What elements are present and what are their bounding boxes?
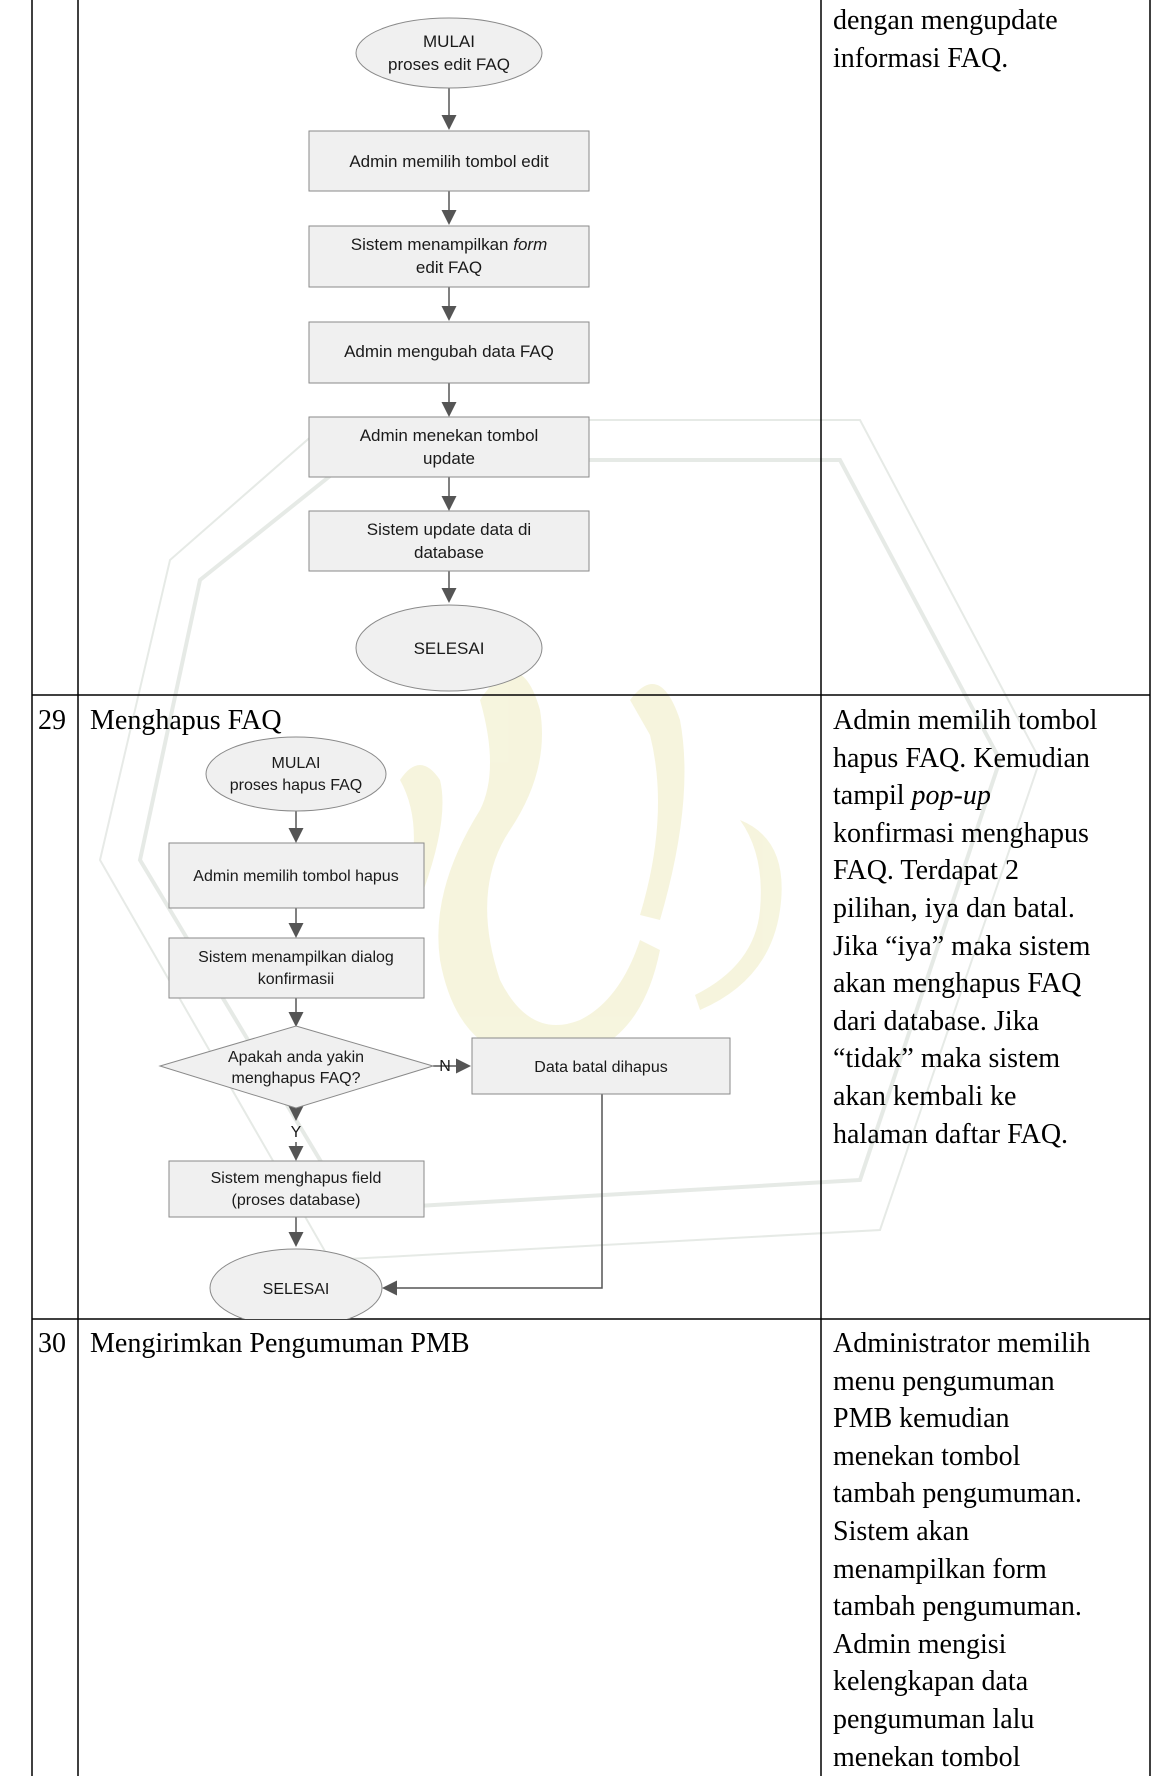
description-line: tampil pop-up — [833, 780, 991, 812]
start-sublabel: proses hapus FAQ — [230, 777, 363, 794]
start-sublabel: proses edit FAQ — [388, 55, 510, 74]
end-label: SELESAI — [263, 1281, 330, 1298]
process-label: Data batal dihapus — [534, 1059, 667, 1076]
process-label: Admin mengubah data FAQ — [344, 342, 554, 361]
description-line: halaman daftar FAQ. — [833, 1118, 1069, 1150]
description-line: informasi FAQ. — [833, 42, 1009, 74]
process-label: (proses database) — [232, 1192, 361, 1209]
description-line: Administrator memilih — [833, 1328, 1091, 1359]
process-label: Admin menekan tombol — [360, 426, 539, 445]
process-label: Sistem menampilkan form — [351, 235, 548, 254]
process-box — [308, 225, 590, 288]
row-description: Administrator memilih menu pengumuman PM… — [833, 1325, 1138, 1776]
process-label: Sistem update data di — [367, 520, 531, 539]
decision-diamond — [158, 1025, 435, 1109]
description-line: konfirmasi menghapus — [833, 817, 1089, 849]
description-line: menekan tombol — [833, 1440, 1021, 1472]
description-line: menu pengumuman — [833, 1365, 1055, 1397]
start-label: MULAI — [423, 32, 475, 51]
process-label: update — [423, 449, 475, 468]
description-line: tambah pengumuman. — [833, 1478, 1082, 1510]
process-label-part: Sistem menampilkan — [351, 235, 514, 254]
start-label: MULAI — [272, 755, 321, 772]
flowchart-edit-faq: MULAI proses edit FAQ Admin memilih tomb… — [308, 17, 590, 692]
process-label: database — [414, 543, 484, 562]
description-line: pengumuman lalu — [833, 1703, 1035, 1735]
start-ellipse — [355, 17, 543, 89]
description-line: menekan tombol — [833, 1741, 1021, 1773]
description-line: tambah pengumuman. — [833, 1591, 1082, 1623]
flowchart-hapus-faq: MULAI proses hapus FAQ Admin memilih tom… — [158, 736, 731, 1319]
process-label: edit FAQ — [416, 258, 482, 277]
no-branch-label: N — [439, 1058, 451, 1075]
description-line: “tidak” maka sistem — [833, 1043, 1061, 1075]
description-line: kelengkapan data — [833, 1666, 1029, 1698]
process-box — [308, 416, 590, 478]
row-title: Mengirimkan Pengumuman PMB — [90, 1328, 470, 1359]
description-line: Admin mengisi — [833, 1628, 1007, 1660]
description-line: PMB kemudian — [833, 1403, 1010, 1435]
process-box — [168, 842, 425, 909]
row-description: Admin memilih tombol hapus FAQ. Kemudian… — [833, 702, 1138, 1153]
row-number: 30 — [38, 1328, 66, 1359]
process-box — [308, 321, 590, 384]
process-label: Sistem menghapus field — [211, 1170, 382, 1187]
row-number: 29 — [38, 705, 66, 736]
start-ellipse — [205, 736, 387, 812]
description-line: menampilkan form — [833, 1553, 1047, 1585]
description-line: pilihan, iya dan batal. — [833, 892, 1075, 924]
description-line: Jika “iya” maka sistem — [833, 930, 1091, 962]
description-line: dengan mengupdate — [833, 5, 1058, 36]
process-label-italic: form — [513, 235, 547, 254]
description-line: hapus FAQ. Kemudian — [833, 742, 1090, 774]
process-box — [308, 130, 590, 192]
process-box — [308, 510, 590, 572]
process-box — [168, 937, 425, 999]
description-line: Sistem akan — [833, 1515, 970, 1547]
description-line: FAQ. Terdapat 2 — [833, 855, 1019, 887]
description-line: akan kembali ke — [833, 1080, 1017, 1112]
row-title: Menghapus FAQ — [90, 705, 282, 736]
decision-label: Apakah anda yakin — [228, 1049, 364, 1066]
description-line: Admin memilih tombol — [833, 705, 1098, 736]
row-description: dengan mengupdate informasi FAQ. — [833, 2, 1138, 77]
description-line: akan menghapus FAQ — [833, 968, 1082, 1000]
end-label: SELESAI — [414, 639, 485, 658]
decision-label: menghapus FAQ? — [232, 1070, 361, 1087]
end-ellipse — [355, 604, 543, 692]
process-label: konfirmasii — [258, 971, 334, 988]
description-line: dari database. Jika — [833, 1005, 1040, 1037]
flow-arrow — [382, 1094, 603, 1296]
process-label: Sistem menampilkan dialog — [198, 949, 394, 966]
process-label: Admin memilih tombol hapus — [193, 868, 398, 885]
italic-term: pop-up — [911, 780, 991, 812]
process-box — [471, 1037, 731, 1095]
end-ellipse — [209, 1248, 383, 1319]
process-label: Admin memilih tombol edit — [349, 152, 549, 171]
yes-branch-label: Y — [291, 1124, 302, 1141]
process-box — [168, 1160, 425, 1218]
